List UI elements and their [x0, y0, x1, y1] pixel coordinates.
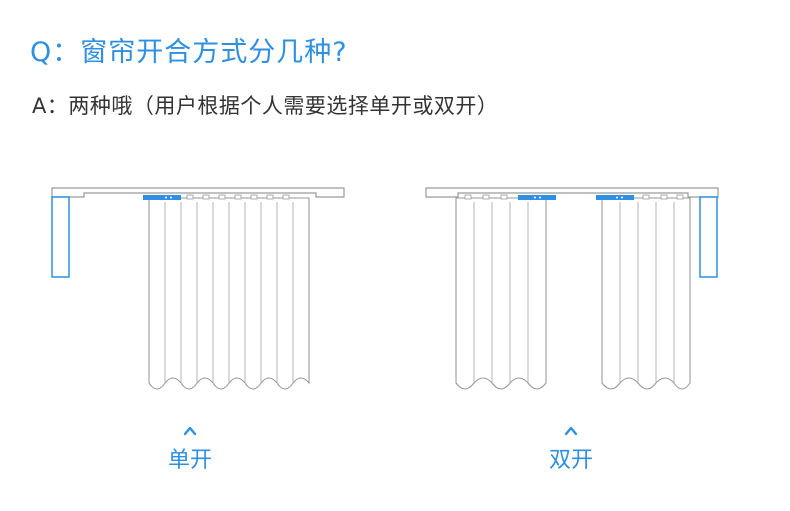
double-left-folds	[473, 202, 529, 383]
single-runner	[143, 195, 181, 200]
single-open-label: 单开	[167, 448, 213, 473]
single-rail	[51, 187, 345, 198]
double-right-runner	[596, 195, 634, 200]
double-right-folds	[619, 202, 675, 383]
double-right-hooks	[642, 194, 684, 200]
single-hooks	[186, 194, 290, 200]
double-left-panel	[455, 197, 547, 390]
single-motor	[51, 196, 70, 278]
single-folds	[164, 202, 294, 383]
chevron-up-icon	[564, 426, 578, 436]
double-rail	[425, 187, 719, 198]
double-left-hooks	[464, 194, 508, 200]
double-left-runner	[518, 195, 556, 200]
single-open-illustration	[51, 187, 345, 390]
chevron-up-icon	[183, 426, 197, 436]
question-title: Q：窗帘开合方式分几种?	[30, 37, 348, 68]
answer-text: A：两种哦（用户根据个人需要选择单开或双开）	[32, 94, 499, 118]
double-motor	[699, 196, 718, 278]
double-open-label: 双开	[548, 448, 594, 473]
double-right-panel	[601, 197, 691, 390]
double-open-illustration	[425, 187, 719, 390]
